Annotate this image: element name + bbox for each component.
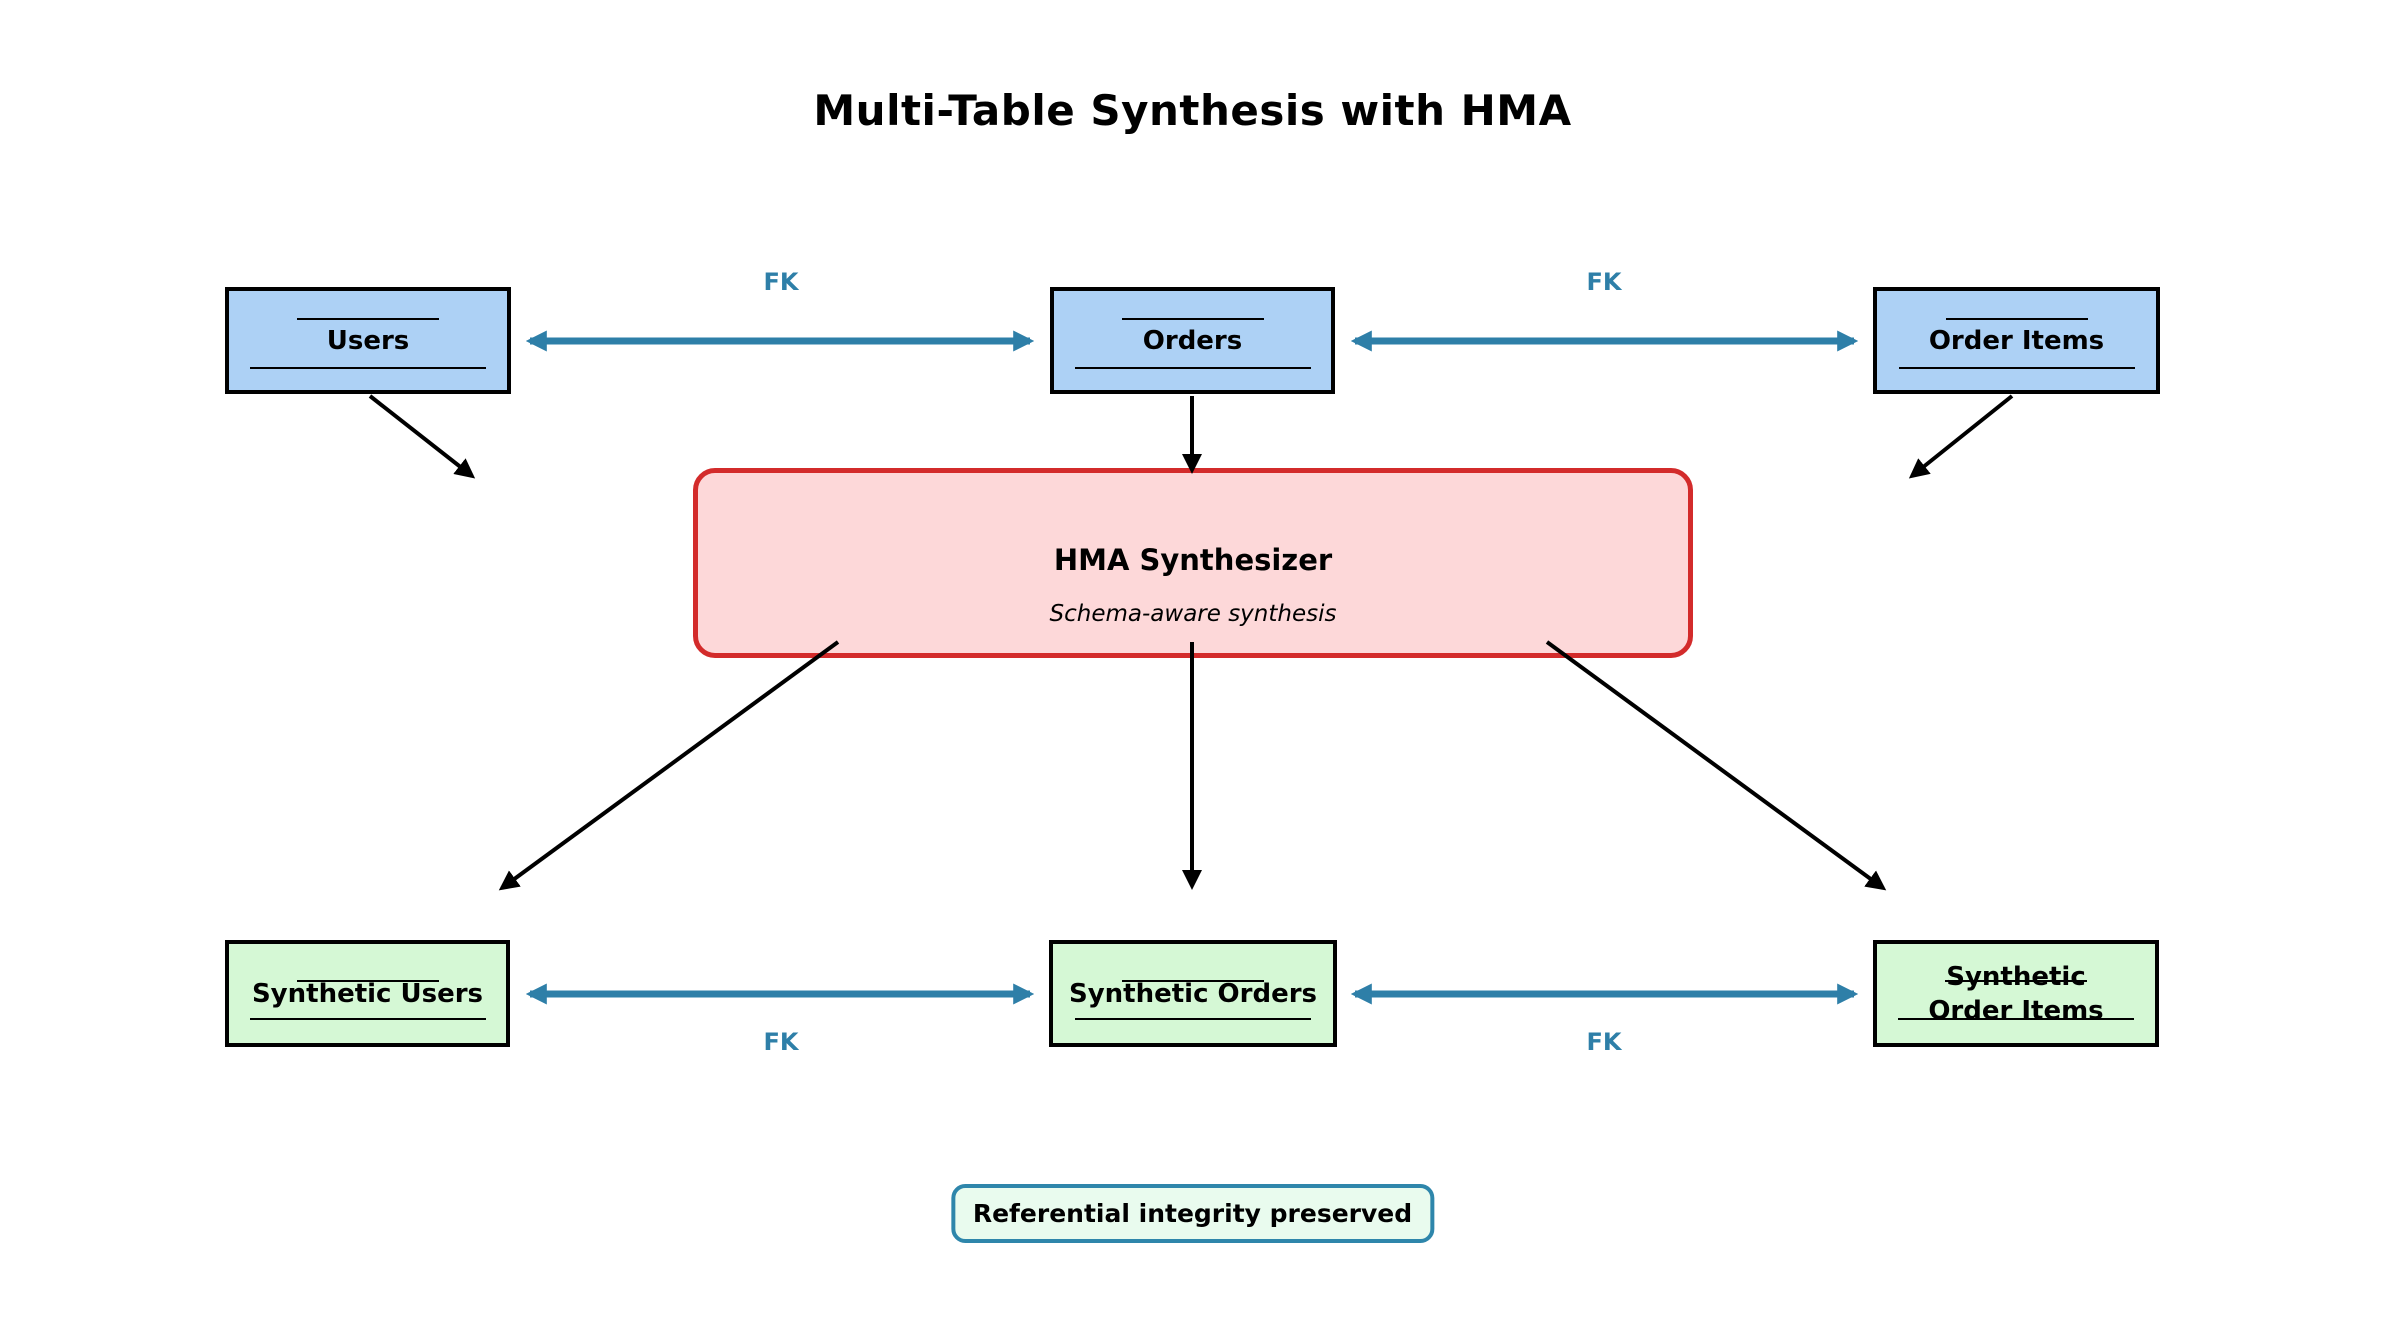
table-overline [1121, 318, 1264, 320]
table-box-order-items: Order Items [1873, 287, 2160, 394]
table-overline [1945, 980, 2087, 982]
hma-synthesizer-subtitle: Schema-aware synthesis [1049, 601, 1337, 627]
arrow-hma-to-synthetic-order-items [1545, 640, 1887, 891]
table-label-users: Users [326, 325, 410, 356]
referential-integrity-badge: Referential integrity preserved [950, 1184, 1435, 1243]
table-box-synthetic-users: Synthetic Users [225, 940, 510, 1047]
table-underline [1898, 1018, 2134, 1020]
table-box-synthetic-order-items: Synthetic Order Items [1873, 940, 2159, 1047]
fk-label-top-right: FK [1586, 268, 1622, 296]
table-box-users: Users [225, 287, 511, 394]
arrow-users-to-hma [368, 394, 476, 479]
table-label-synthetic-order-items: Synthetic Order Items [1928, 961, 2104, 1026]
table-label-synthetic-users: Synthetic Users [251, 978, 484, 1009]
table-box-orders: Orders [1050, 287, 1335, 394]
table-underline [249, 1018, 486, 1020]
hma-synthesizer-box: HMA Synthesizer Schema-aware synthesis [693, 468, 1693, 658]
table-box-synthetic-orders: Synthetic Orders [1049, 940, 1337, 1047]
fk-label-top-left: FK [763, 268, 799, 296]
hma-synthesizer-title: HMA Synthesizer [1053, 543, 1333, 577]
table-underline [1075, 1018, 1311, 1020]
arrow-order-items-to-hma [1908, 394, 2014, 479]
table-underline [250, 367, 486, 369]
table-overline [297, 318, 439, 320]
table-overline [296, 980, 439, 982]
table-underline [1898, 367, 2135, 369]
table-label-synthetic-orders: Synthetic Orders [1068, 978, 1318, 1009]
fk-label-bottom-right: FK [1586, 1028, 1622, 1056]
diagram-title: Multi-Table Synthesis with HMA [813, 86, 1572, 135]
table-underline [1074, 367, 1311, 369]
table-label-order-items: Order Items [1928, 325, 2105, 356]
table-overline [1945, 318, 2088, 320]
arrow-hma-to-synthetic-users [498, 640, 840, 891]
fk-label-bottom-left: FK [763, 1028, 799, 1056]
table-label-orders: Orders [1142, 325, 1243, 356]
table-overline [1122, 980, 1264, 982]
